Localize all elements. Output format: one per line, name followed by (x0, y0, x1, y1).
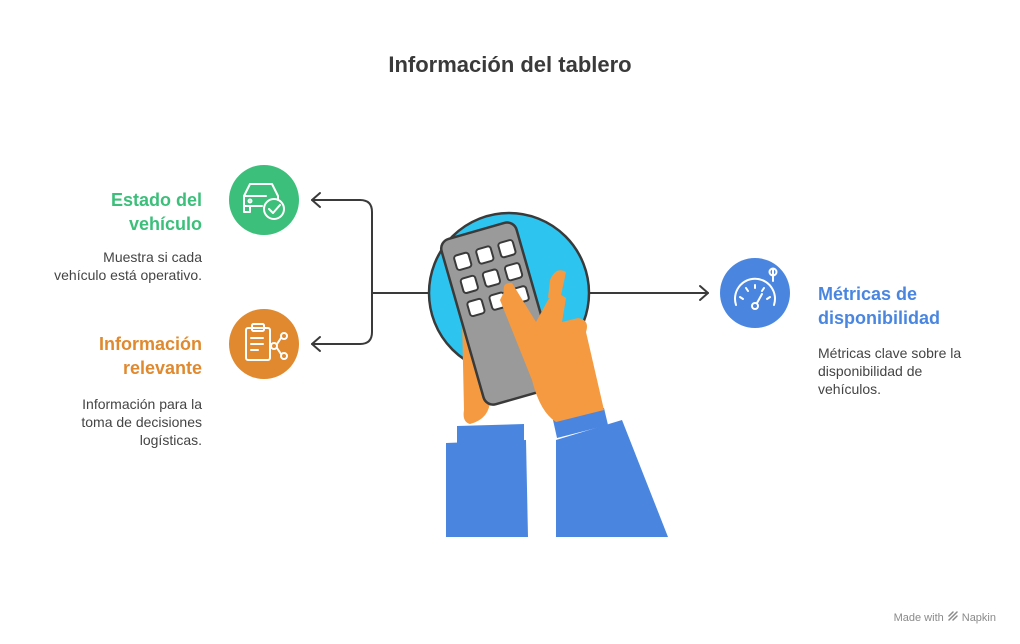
left-sleeve (446, 440, 528, 537)
footer-brand: Napkin (961, 611, 996, 624)
availability-metrics-description: Métricas clave sobre la disponibilidad d… (818, 344, 961, 398)
right-sleeve (556, 420, 668, 537)
availability-metrics-heading-line-1: Métricas de (818, 284, 918, 304)
connector-arrowhead-availability (699, 285, 709, 301)
vehicle-status-description-line-2: vehículo está operativo. (54, 267, 202, 283)
page-title: Información del tablero (388, 52, 632, 77)
relevant-info-heading-line-2: relevante (122, 358, 202, 378)
connector-to-relevant-info (311, 292, 373, 345)
availability-metrics-description-line-1: Métricas clave sobre la (818, 345, 962, 361)
availability-metrics-description-line-2: disponibilidad de (818, 363, 923, 379)
right-thumb (548, 270, 566, 300)
right-hand (500, 282, 604, 422)
relevant-info-description-line-2: toma de decisiones (81, 414, 202, 430)
left-cuff (457, 424, 524, 443)
made-with-footer[interactable]: Made with Napkin (894, 611, 996, 624)
vehicle-status-description-line-1: Muestra si cada (103, 249, 202, 265)
gauge-icon (720, 258, 790, 328)
availability-metrics-description-line-3: vehículos. (818, 381, 882, 397)
right-cuff (553, 408, 608, 438)
availability-metrics-heading-line-2: disponibilidad (818, 308, 940, 328)
relevant-info-description-line-1: Información para la (82, 396, 202, 412)
napkin-logo-icon (948, 611, 958, 624)
relevant-info-description: Información para la toma de decisiones l… (81, 395, 202, 449)
relevant-info-description-line-3: logísticas. (139, 432, 202, 448)
calculator-keys (453, 239, 530, 318)
vehicle-status-description: Muestra si cada vehículo está operativo. (54, 248, 202, 284)
connector-to-vehicle-status (311, 199, 431, 294)
relevant-info-heading: Información relevante (99, 332, 202, 380)
availability-metrics-heading: Métricas de disponibilidad (818, 282, 940, 330)
clipboard-share-icon (229, 309, 299, 379)
connectors (311, 192, 709, 352)
connector-arrowhead-vehicle-status (311, 192, 321, 208)
footer-prefix: Made with (893, 611, 944, 624)
relevant-info-heading-line-1: Información (98, 334, 202, 354)
car-check-icon (229, 165, 299, 235)
connector-arrowhead-relevant-info (311, 336, 321, 352)
vehicle-status-heading: Estado del vehículo (111, 188, 202, 236)
vehicle-status-heading-line-2: vehículo (128, 214, 202, 234)
vehicle-status-heading-line-1: Estado del (110, 190, 202, 210)
hands-device-icon (427, 211, 668, 537)
